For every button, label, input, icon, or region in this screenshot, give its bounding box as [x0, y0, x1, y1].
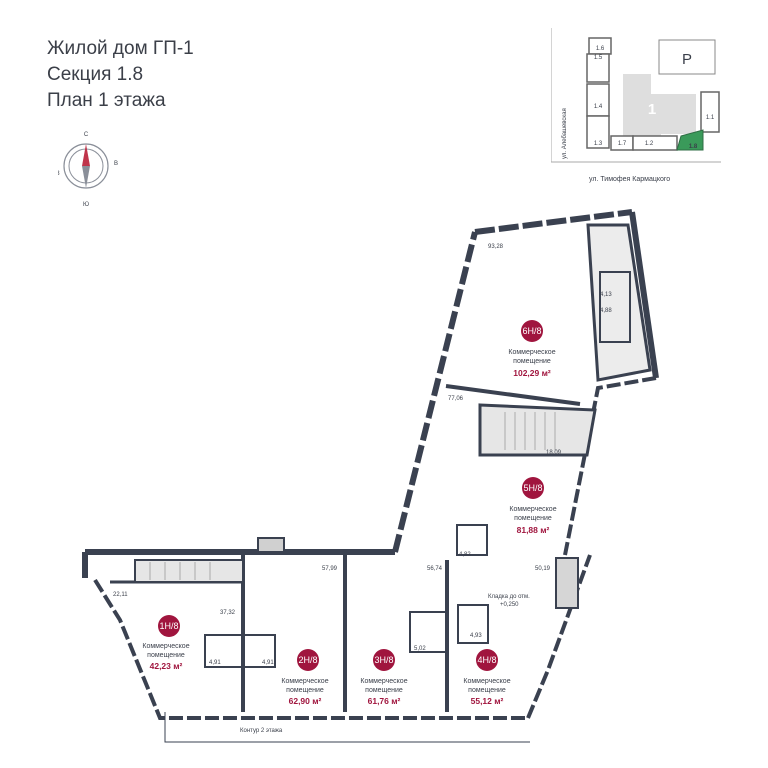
dim-5-02: 5,02 [414, 646, 426, 652]
svg-text:Коммерческое: Коммерческое [360, 678, 407, 685]
dim-77-06: 77,06 [448, 396, 464, 402]
section-1-8: 1.8 [689, 144, 698, 150]
svg-text:1Н/8: 1Н/8 [159, 621, 178, 631]
dim-4-93: 4,93 [470, 633, 482, 639]
note-klad-level: +0,250 [500, 602, 519, 608]
dim-18-09: 18,09 [546, 450, 562, 456]
dim-4-88: 4,88 [600, 308, 612, 314]
section-1-1: 1.1 [706, 115, 715, 121]
section-1-3: 1.3 [594, 141, 603, 147]
svg-text:помещение: помещение [513, 358, 551, 365]
svg-text:помещение: помещение [286, 687, 324, 694]
compass-north-arrow [82, 144, 90, 166]
svg-text:Коммерческое: Коммерческое [508, 349, 555, 356]
compass-icon: С В Ю З [58, 132, 118, 208]
svg-text:помещение: помещение [514, 515, 552, 522]
dim-4-91-a: 4,91 [209, 660, 221, 666]
section-1-8-highlight [676, 129, 704, 151]
compass-e: В [114, 161, 118, 167]
svg-text:42,23 м²: 42,23 м² [150, 661, 183, 671]
parking-label: P [682, 51, 692, 68]
dim-37-32: 37,32 [220, 610, 236, 616]
svg-text:62,90 м²: 62,90 м² [289, 696, 322, 706]
dim-22-11: 22,11 [113, 592, 128, 598]
svg-text:помещение: помещение [147, 652, 185, 659]
street-karmatskogo: ул. Тимофея Кармацкого [589, 176, 670, 183]
svg-text:Коммерческое: Коммерческое [463, 678, 510, 685]
unit-4n8[interactable]: 4Н/8 Коммерческое помещение 55,12 м² [463, 649, 511, 706]
dim-56-74: 56,74 [427, 566, 443, 572]
svg-text:Коммерческое: Коммерческое [509, 506, 556, 513]
section-1-7: 1.7 [618, 141, 627, 147]
section-1-4: 1.4 [594, 104, 603, 110]
svg-text:5Н/8: 5Н/8 [523, 483, 542, 493]
contour-note: Контур 2 этажа [240, 728, 283, 734]
title-floor: План 1 этажа [47, 90, 166, 111]
svg-text:Коммерческое: Коммерческое [142, 643, 189, 650]
unit-2n8[interactable]: 2Н/8 Коммерческое помещение 62,90 м² [281, 649, 329, 706]
svg-text:102,29 м²: 102,29 м² [513, 368, 551, 378]
unit-5n8[interactable]: 5Н/8 Коммерческое помещение 81,88 м² [509, 477, 557, 535]
svg-text:61,76 м²: 61,76 м² [368, 696, 401, 706]
svg-text:55,12 м²: 55,12 м² [471, 696, 504, 706]
compass-south-arrow [82, 166, 90, 188]
street-alebashevskaya: ул. Алебашевская [562, 108, 568, 159]
svg-text:6Н/8: 6Н/8 [522, 326, 541, 336]
compass-s: Ю [83, 202, 89, 208]
main-block-label: 1 [648, 101, 656, 118]
section-1-6: 1.6 [596, 46, 605, 52]
svg-text:Коммерческое: Коммерческое [281, 678, 328, 685]
compass-w: З [58, 171, 60, 177]
svg-text:4Н/8: 4Н/8 [477, 655, 496, 665]
title-section: Секция 1.8 [47, 64, 144, 85]
section-1-5: 1.5 [594, 55, 603, 61]
svg-text:2Н/8: 2Н/8 [298, 655, 317, 665]
dim-4-91-b: 4,91 [262, 660, 274, 666]
compass-n: С [84, 132, 89, 138]
dim-57-99: 57,99 [322, 566, 338, 572]
dim-50-19: 50,19 [535, 566, 551, 572]
unit-6n8[interactable]: 6Н/8 Коммерческое помещение 102,29 м² [508, 320, 556, 378]
unit-1n8[interactable]: 1Н/8 Коммерческое помещение 42,23 м² [142, 615, 190, 671]
dim-4-13: 4,13 [600, 292, 612, 298]
svg-text:помещение: помещение [468, 687, 506, 694]
site-mini-map: ул. Алебашевская ул. Тимофея Кармацкого … [551, 28, 721, 183]
unit-3n8[interactable]: 3Н/8 Коммерческое помещение 61,76 м² [360, 649, 408, 706]
svg-text:3Н/8: 3Н/8 [374, 655, 393, 665]
svg-text:помещение: помещение [365, 687, 403, 694]
note-klad: Кладка до отм. [488, 594, 530, 600]
section-1-2: 1.2 [645, 141, 654, 147]
dim-4-82: 4,82 [459, 552, 471, 558]
svg-text:81,88 м²: 81,88 м² [517, 525, 550, 535]
dim-93-28: 93,28 [488, 244, 504, 250]
title-building: Жилой дом ГП-1 [47, 38, 194, 59]
